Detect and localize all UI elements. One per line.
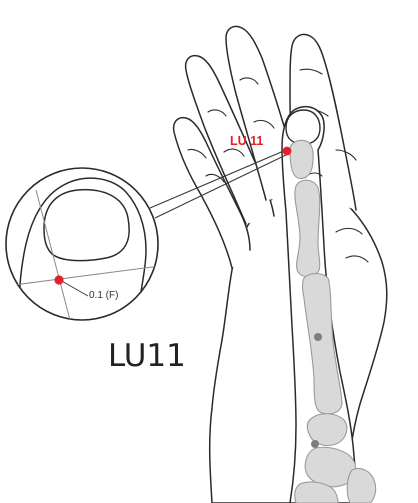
metacarpal — [301, 272, 343, 415]
joint-dot-wrist — [311, 440, 319, 448]
carpal-lower — [294, 481, 339, 503]
magnified-point-marker — [54, 275, 64, 285]
magnifier-circle — [5, 167, 159, 321]
guide-line-horizontal — [6, 265, 158, 287]
magnified-thumb — [18, 177, 147, 320]
point-label-on-finger: LU 11 — [230, 134, 264, 148]
magnified-nail — [43, 188, 130, 262]
measure-leader — [59, 279, 89, 297]
measurement-label: 0.1 (F) — [89, 290, 119, 301]
joint-dot-mcp — [314, 333, 322, 341]
callout-connector — [149, 149, 289, 219]
point-marker — [282, 146, 292, 156]
thumb-bones — [289, 139, 377, 503]
point-code-title: LU11 — [108, 338, 186, 374]
carpal-right — [346, 467, 377, 503]
guide-line-vertical — [35, 189, 71, 320]
proximal-phalanx — [294, 179, 321, 278]
carpal-trapezium — [306, 413, 348, 447]
thumb-nail — [285, 109, 321, 145]
distal-phalanx — [289, 139, 314, 180]
hand-drawing — [172, 25, 388, 503]
carpal-scaphoid — [304, 446, 357, 488]
magnifier-callout — [5, 167, 159, 321]
